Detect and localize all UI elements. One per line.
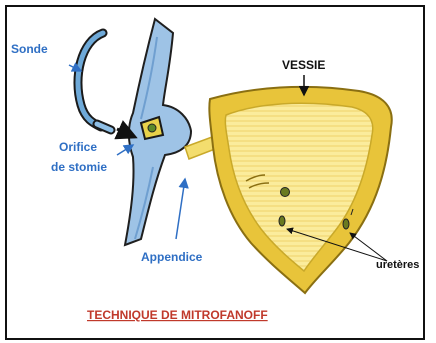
arrow-ureter-right: [350, 233, 387, 261]
catheter-sonde: [78, 33, 111, 130]
label-sonde: Sonde: [11, 42, 48, 56]
label-vessie: VESSIE: [282, 58, 325, 72]
label-orifice-line1: Orifice: [59, 140, 97, 154]
diagram-caption: TECHNIQUE DE MITROFANOFF: [87, 308, 268, 322]
label-ureteres: uretères: [376, 259, 419, 271]
label-orifice-line2: de stomie: [51, 160, 107, 174]
mitrofanoff-diagram: Sonde Orifice de stomie VESSIE Appendice…: [7, 7, 425, 340]
diagram-frame: Sonde Orifice de stomie VESSIE Appendice…: [5, 5, 425, 340]
label-appendice: Appendice: [141, 250, 203, 264]
arrow-appendice: [176, 179, 185, 239]
bladder: [209, 87, 391, 293]
